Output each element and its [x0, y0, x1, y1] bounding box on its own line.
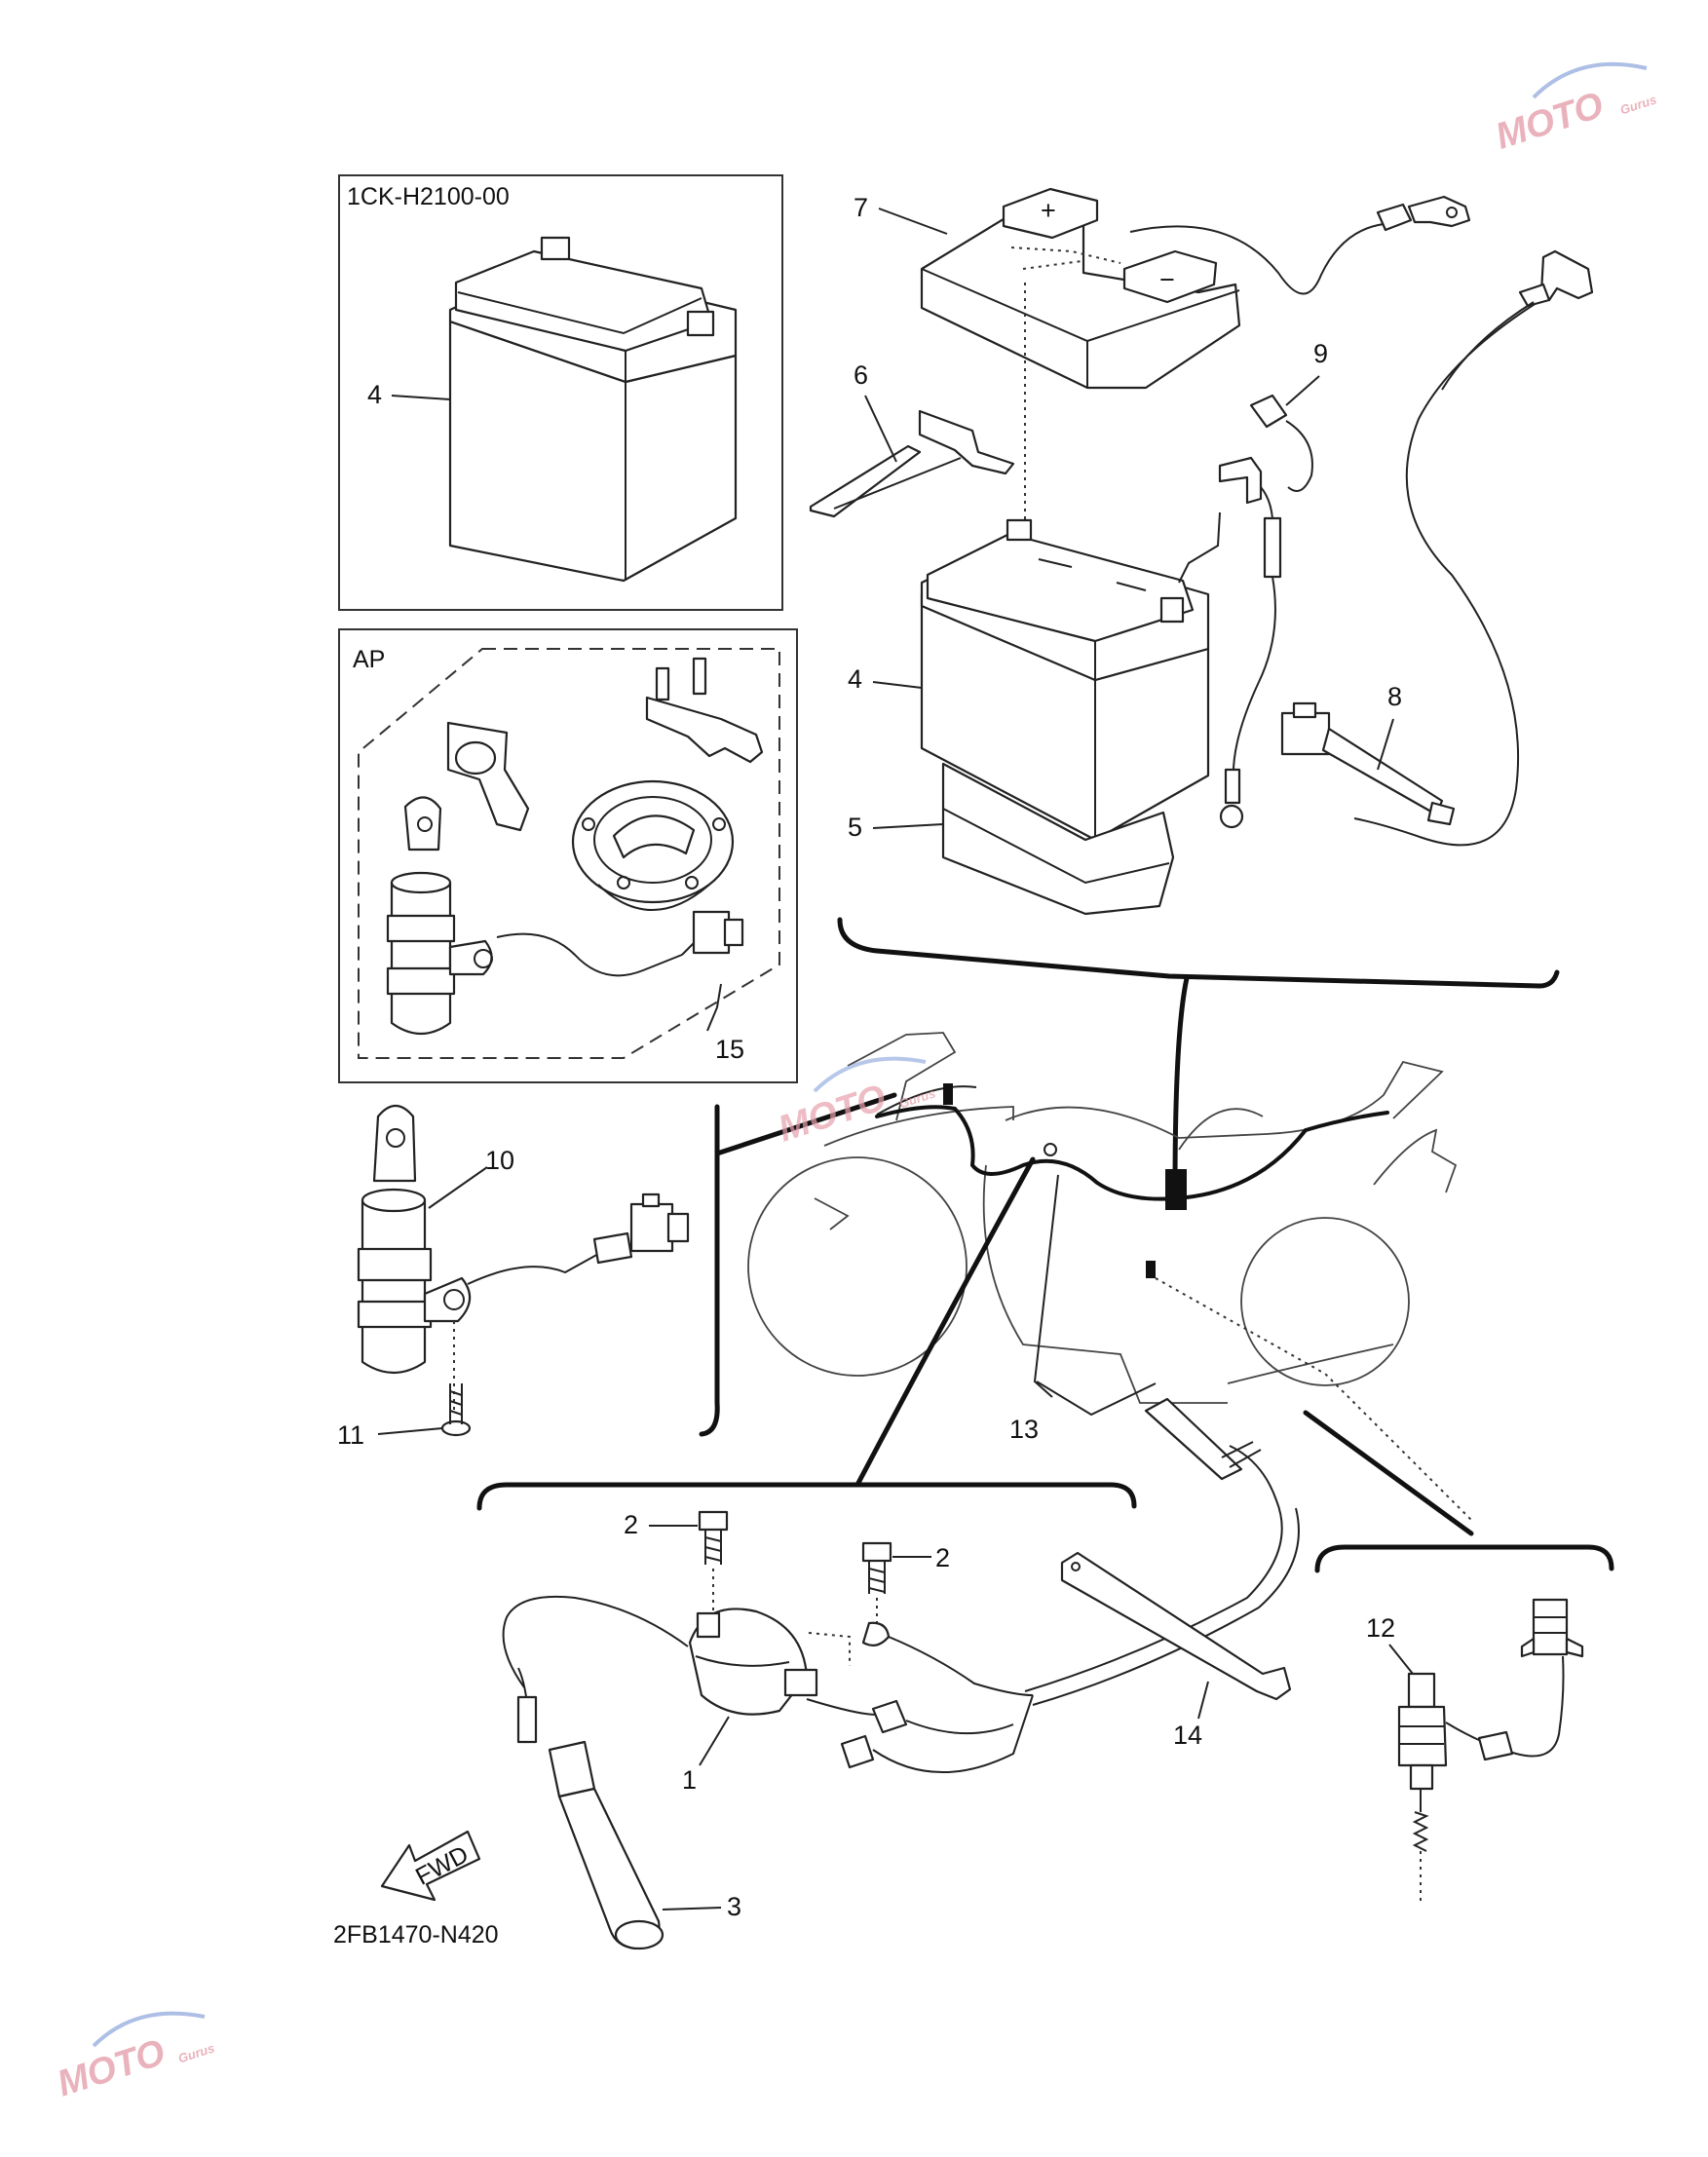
- ignition-switch-drawing: [357, 1104, 472, 1374]
- part-number-6: 6: [854, 360, 868, 390]
- svg-text:MOTO: MOTO: [1491, 85, 1609, 158]
- svg-text:MOTO: MOTO: [53, 2032, 171, 2105]
- watermark-top-right: MOTO Gurus: [1491, 61, 1658, 158]
- part-number-11: 11: [337, 1420, 364, 1450]
- part-number-12: 12: [1366, 1613, 1395, 1643]
- part-number-4-box: 4: [367, 380, 382, 409]
- bolt-2a-drawing: [698, 1510, 729, 1565]
- part-number-1: 1: [682, 1765, 697, 1795]
- battery-option-code: 1CK-H2100-00: [347, 183, 510, 210]
- part-number-8: 8: [1387, 682, 1402, 711]
- high-tension-lead-drawing: [1024, 1397, 1300, 1706]
- accessory-label: AP: [353, 646, 385, 673]
- battery-drawing: [920, 518, 1210, 842]
- bracket-14-drawing: [1060, 1551, 1292, 1701]
- watermark-bottom-left: MOTO Gurus: [53, 2011, 216, 2105]
- part-number-14: 14: [1173, 1721, 1202, 1750]
- battery-option-box: 1CK-H2100-00 4: [338, 174, 783, 611]
- accessory-connector: [681, 910, 744, 956]
- svg-text:MOTO: MOTO: [774, 1078, 892, 1151]
- motorcycle-outline-drawing: [747, 1032, 1458, 1404]
- battery-cable-drawing: [1129, 195, 1471, 295]
- starter-relay-lead-drawing: [1280, 701, 1456, 826]
- ignition-switch-accessory-drawing: [386, 796, 493, 1035]
- spark-plug-cap-drawing: [516, 1667, 664, 1950]
- battery-minus-lead-drawing: [1353, 249, 1594, 847]
- part-number-2a: 2: [624, 1510, 638, 1539]
- lock-cylinder-drawing: [446, 721, 530, 832]
- fwd-arrow-icon: FWD: [380, 1830, 481, 1902]
- part-number-10: 10: [485, 1146, 514, 1175]
- switch-12-drawing: [1397, 1598, 1584, 1906]
- accessory-box: AP: [338, 628, 798, 1083]
- part-number-5: 5: [848, 813, 862, 842]
- screw-11-drawing: [440, 1383, 472, 1437]
- part-number-2b: 2: [935, 1543, 950, 1572]
- part-number-15: 15: [715, 1035, 744, 1064]
- seat-lock-bracket-drawing: [645, 657, 764, 764]
- ignition-coil-drawing: [502, 1595, 1034, 1774]
- ignition-switch-connector: [629, 1192, 690, 1253]
- part-number-7: 7: [854, 193, 868, 222]
- wire-harness-in-bike-drawing: [875, 1083, 1389, 1278]
- svg-text:Gurus: Gurus: [1618, 92, 1658, 117]
- fuel-cap-drawing: [571, 779, 735, 911]
- part-number-9: 9: [1313, 339, 1328, 368]
- drawing-code: 2FB1470-N420: [333, 1921, 499, 1949]
- svg-text:+: +: [1041, 196, 1056, 225]
- bolt-2b-drawing: [861, 1541, 892, 1594]
- battery-option-drawing: [448, 236, 738, 583]
- part-number-4: 4: [848, 664, 862, 694]
- svg-text:Gurus: Gurus: [176, 2040, 216, 2065]
- battery-cover-drawing: + −: [920, 187, 1241, 390]
- battery-band-drawing: [809, 409, 1015, 518]
- fuse-holder-drawing: [1178, 394, 1313, 829]
- part-number-13: 13: [1009, 1415, 1039, 1444]
- svg-text:−: −: [1159, 265, 1175, 294]
- battery-case-drawing: [941, 762, 1175, 916]
- watermark-center: MOTO Gurus: [774, 1056, 937, 1151]
- part-number-3: 3: [727, 1892, 741, 1921]
